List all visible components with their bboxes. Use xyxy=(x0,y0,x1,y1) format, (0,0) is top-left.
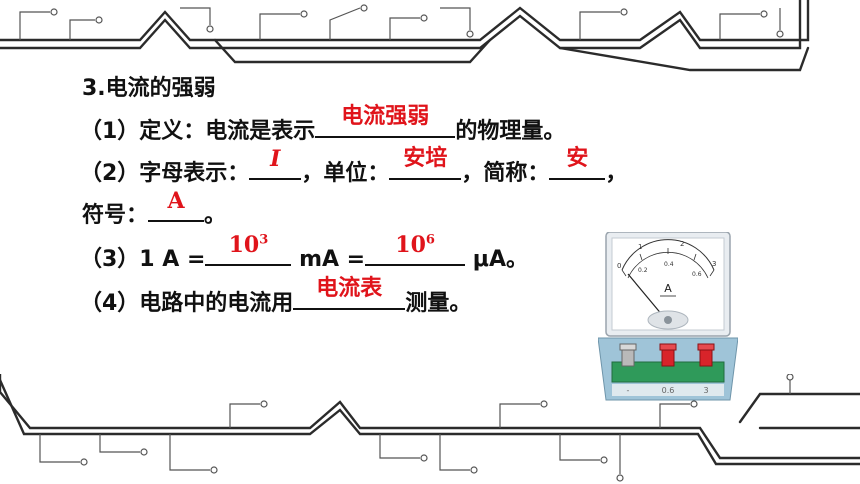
conversion-prefix: （3）1 A = xyxy=(80,247,206,272)
scale-bottom-1: 0.4 xyxy=(664,261,674,268)
measurement-prefix: （4）电路中的电流用 xyxy=(80,291,294,316)
measurement-suffix: 测量。 xyxy=(405,291,472,316)
answer-instrument: 电流表 xyxy=(316,276,383,301)
terminal-label-0-6: 0.6 xyxy=(662,386,675,395)
blank-abbrev[interactable]: 安 xyxy=(549,146,606,180)
answer-ua-base: 10 xyxy=(395,232,426,258)
answer-ma-base: 10 xyxy=(228,232,260,258)
symbol-prefix: （2）字母表示： xyxy=(80,161,250,186)
scale-bottom-2: 0.6 xyxy=(692,271,702,278)
ammeter-illustration: 0 1 2 3 0.2 0.4 0.6 A - 0.6 3 xyxy=(598,232,738,401)
terminal-negative xyxy=(619,343,637,367)
answer-letter: I xyxy=(270,146,281,172)
answer-ua-exponent: 6 xyxy=(425,232,435,248)
answer-unit-symbol: A xyxy=(167,188,185,214)
symbol-line: （2）字母表示： I ，单位： 安培 ，简称： 安 ， xyxy=(80,146,628,187)
terminal-3 xyxy=(697,343,715,367)
blank-ua[interactable]: 106 xyxy=(365,232,466,266)
unit-label: ，单位： xyxy=(301,161,390,186)
circuit-decoration-top xyxy=(0,0,810,72)
definition-suffix: 的物理量。 xyxy=(455,119,566,144)
scale-top-2: 2 xyxy=(680,240,684,248)
answer-ma-exponent: 3 xyxy=(259,232,269,248)
scale-top-0: 0 xyxy=(617,262,621,270)
abbrev-label: ，简称： xyxy=(461,161,550,186)
blank-definition[interactable]: 电流强弱 xyxy=(315,104,456,138)
unit-symbol-prefix: 符号： xyxy=(82,203,149,228)
answer-unit: 安培 xyxy=(403,146,448,171)
unit-symbol-suffix: 。 xyxy=(204,203,227,228)
dial-symbol: A xyxy=(664,282,672,295)
answer-ua: 106 xyxy=(365,232,465,258)
answer-definition: 电流强弱 xyxy=(341,104,430,129)
conversion-mid: mA = xyxy=(291,247,366,272)
definition-prefix: （1）定义：电流是表示 xyxy=(80,119,316,144)
terminal-label-3: 3 xyxy=(703,386,708,395)
blank-unit[interactable]: 安培 xyxy=(389,146,462,180)
blank-ma[interactable]: 103 xyxy=(205,232,292,266)
answer-ma: 103 xyxy=(205,232,291,258)
scale-top-1: 1 xyxy=(638,243,642,251)
conversion-line: （3）1 A =103 mA =106 μA。 xyxy=(80,232,528,273)
unit-symbol-line: 符号： A 。 xyxy=(82,188,227,229)
section-title: 3.电流的强弱 xyxy=(82,76,216,101)
blank-letter[interactable]: I xyxy=(249,146,302,180)
definition-line: （1）定义：电流是表示电流强弱的物理量。 xyxy=(80,104,566,145)
measurement-line: （4）电路中的电流用电流表测量。 xyxy=(80,276,472,317)
blank-unit-symbol[interactable]: A xyxy=(148,188,205,222)
blank-instrument[interactable]: 电流表 xyxy=(293,276,406,310)
terminal-0-6 xyxy=(659,343,677,367)
symbol-suffix: ， xyxy=(605,161,628,186)
scale-bottom-0: 0.2 xyxy=(638,267,648,274)
conversion-suffix: μA。 xyxy=(465,247,528,272)
answer-abbrev: 安 xyxy=(566,146,589,171)
terminal-label-negative: - xyxy=(627,386,630,395)
scale-top-3: 3 xyxy=(712,260,716,268)
circuit-decoration-bottom xyxy=(0,374,860,482)
